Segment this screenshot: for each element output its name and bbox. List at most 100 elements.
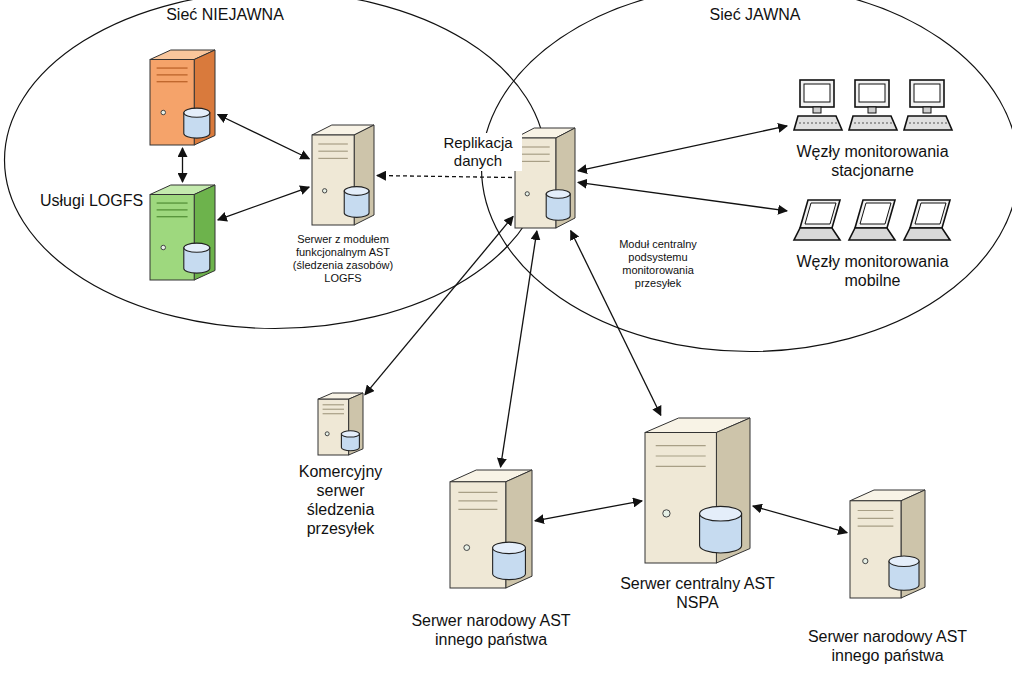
keyboard-keys: [854, 123, 892, 124]
desktop-icon: [904, 80, 952, 130]
laptop-display: [915, 203, 946, 224]
node-text: Serwer z modułem funkcjonalnym AST (śled…: [282, 233, 404, 285]
nspa-server: Serwer centralny AST NSPA: [645, 418, 750, 563]
laptop-screen: [855, 200, 895, 228]
node-shape: [850, 490, 925, 598]
server-slot: [157, 67, 188, 68]
laptop-display: [805, 203, 836, 224]
server-slot: [157, 216, 188, 217]
server-slot: [157, 81, 188, 82]
server-button: [863, 558, 868, 563]
node-shape: [515, 128, 575, 228]
screen: [914, 84, 940, 102]
connector: [218, 114, 310, 158]
server-slot: [458, 500, 497, 501]
laptop-base: [794, 228, 840, 240]
node-shape: [150, 50, 215, 145]
stand: [813, 107, 821, 113]
desktop-icon: [849, 80, 897, 130]
keyboard: [849, 116, 897, 130]
server-button: [663, 510, 670, 517]
desktop-icon: [794, 80, 842, 130]
stand: [868, 107, 876, 113]
connector: [578, 126, 787, 171]
database-top: [493, 542, 526, 553]
server-slot: [858, 525, 894, 526]
laptop-icon: [849, 200, 895, 240]
monitoring-nodes: Węzły monitorowania mobilne: [790, 200, 955, 245]
server-slot: [157, 74, 188, 75]
connector: [578, 182, 787, 210]
node-text: Moduł centralny podsystemu monitorowania…: [605, 238, 711, 290]
laptop-base: [904, 228, 950, 240]
monitor: [800, 80, 834, 107]
server-slot: [521, 154, 550, 155]
keyboard-keys: [909, 123, 947, 124]
server-icon: [645, 418, 750, 563]
commercial-server: Komercyjny serwer śledzenia przesyłek: [318, 393, 363, 455]
server-icon: [450, 470, 532, 588]
node-text: Sieć NIEJAWNA: [155, 6, 295, 25]
node-text: Serwer narodowy AST innego państwa: [800, 628, 976, 666]
keyboard: [794, 116, 842, 130]
service-server: [150, 50, 215, 145]
node-shape: [645, 418, 750, 563]
server-slot: [318, 158, 348, 159]
node-shape: [318, 393, 363, 455]
server-button: [161, 110, 166, 115]
group-label: Usługi LOGFS: [40, 192, 143, 211]
database-top: [889, 556, 919, 567]
server-slot: [323, 409, 344, 410]
database-top: [700, 506, 742, 521]
laptop-screen: [800, 200, 840, 228]
monitor: [910, 80, 944, 107]
laptop-base: [849, 228, 895, 240]
server-slot: [656, 466, 706, 467]
laptop-icon: [904, 200, 950, 240]
server-slot: [521, 161, 550, 162]
keyboard-keys: [799, 123, 837, 124]
node-text: Komercyjny serwer śledzenia przesyłek: [289, 463, 393, 539]
laptop-display: [860, 203, 891, 224]
keyboard: [904, 116, 952, 130]
server-button: [322, 189, 326, 193]
node-shape: [790, 200, 955, 245]
laptop-icon: [794, 200, 840, 240]
connector: [377, 176, 512, 178]
connector: [535, 501, 642, 521]
server-slot: [318, 151, 348, 152]
server-slot: [323, 413, 344, 414]
connector: [218, 187, 309, 220]
screen: [804, 84, 830, 102]
database-top: [344, 187, 369, 196]
server-slot: [157, 209, 188, 210]
monitor: [855, 80, 889, 107]
database-top: [184, 243, 210, 252]
monitoring-nodes: Węzły monitorowania stacjonarne: [790, 80, 955, 135]
node-shape: [150, 185, 215, 280]
node-shape: [312, 125, 374, 225]
node-text: Sieć JAWNA: [695, 6, 815, 25]
server-slot: [858, 510, 894, 511]
server-button: [464, 545, 470, 551]
server-slot: [458, 492, 497, 493]
server-slot: [656, 445, 706, 446]
server-slot: [521, 146, 550, 147]
edge-label: Replikacja danych: [434, 133, 522, 170]
screen: [859, 84, 885, 102]
server-slot: [157, 202, 188, 203]
zone-outline: [482, 0, 1012, 352]
node-text: Węzły monitorowania stacjonarne: [773, 143, 973, 181]
stand: [923, 107, 931, 113]
server-slot: [323, 404, 344, 405]
server-button: [161, 245, 166, 250]
server-button: [325, 432, 329, 436]
server-icon: [318, 393, 363, 455]
central-module-server: Moduł centralny podsystemu monitorowania…: [515, 128, 575, 228]
server-slot: [858, 518, 894, 519]
server-icon: [515, 128, 575, 228]
server-slot: [656, 455, 706, 456]
connector: [753, 506, 847, 533]
laptop-screen: [910, 200, 950, 228]
connector: [501, 231, 537, 467]
